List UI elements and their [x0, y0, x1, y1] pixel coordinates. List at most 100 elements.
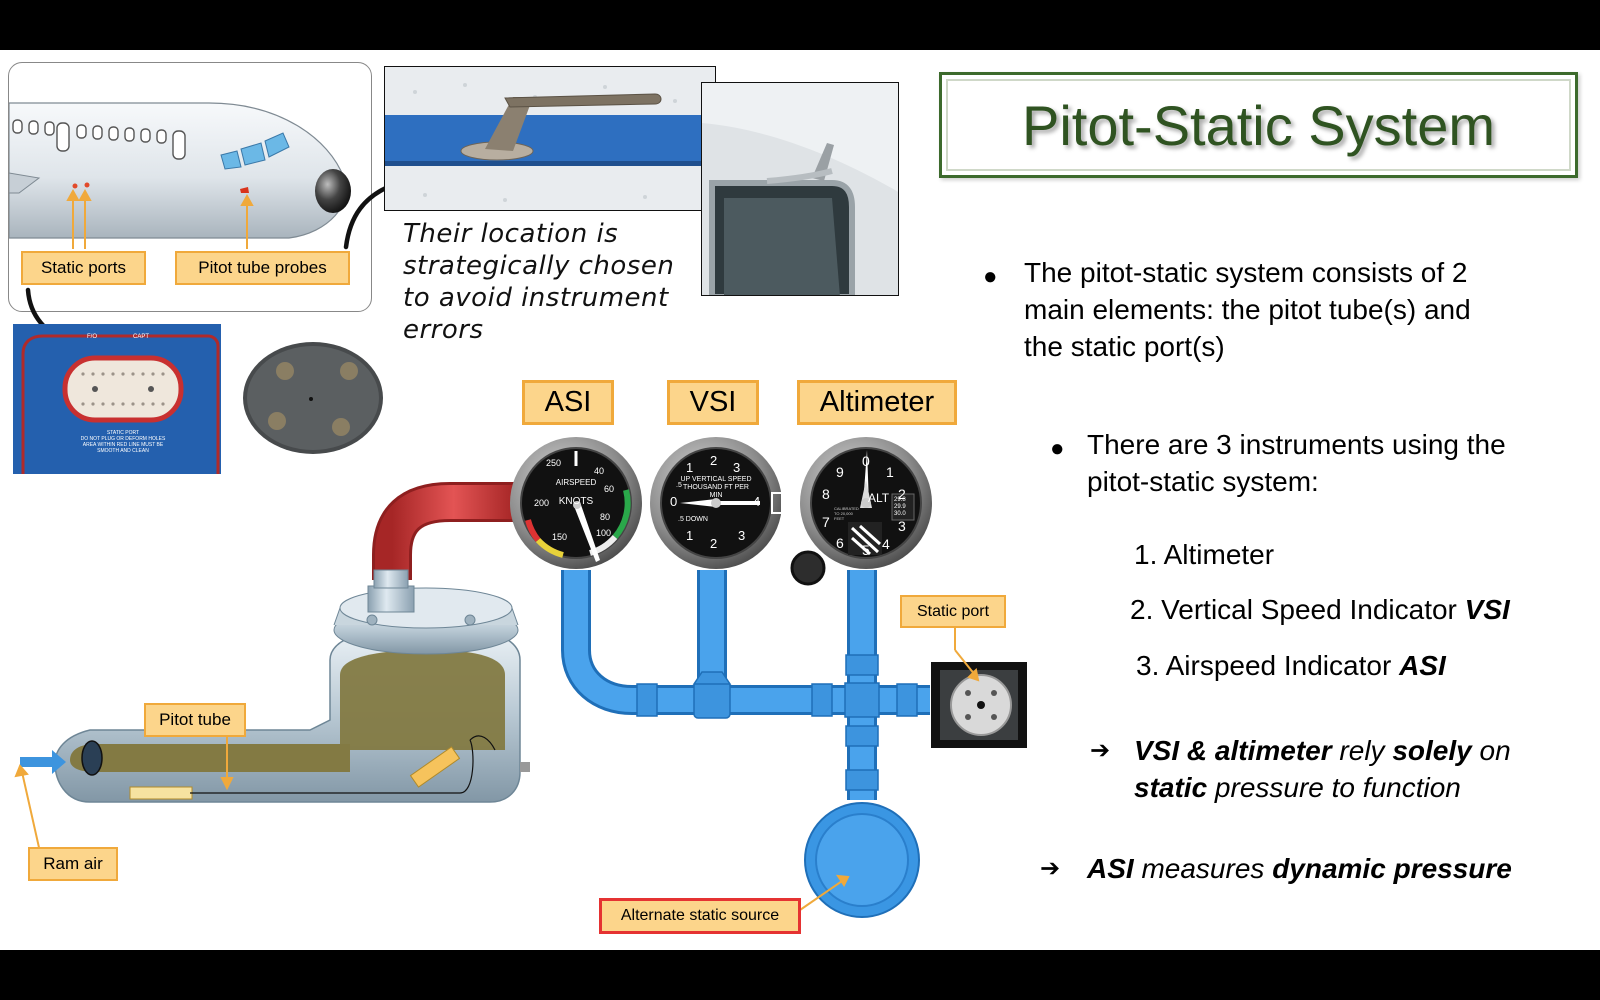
location-note-line: strategically chosen [403, 251, 675, 281]
bullet-1-text: The pitot-static system consists of 2 ma… [1024, 254, 1471, 365]
placard-line: DO NOT PLUG OR DEFORM HOLES [80, 436, 166, 442]
list-number: 1. [1134, 539, 1158, 570]
alt-tick: 3 [898, 518, 906, 534]
arrow-1-icon: ➔ [1090, 737, 1111, 764]
location-note-line: to avoid instrument [403, 283, 669, 313]
asi-tick: 40 [594, 466, 605, 476]
vsi-tick: 1 [686, 528, 694, 543]
asi-tick: 250 [546, 458, 562, 468]
pitot-static-diagram [14, 437, 1027, 918]
alt-tick: 0 [862, 453, 870, 469]
alt-kollsman: 29.8 29.9 30.0 [894, 497, 906, 518]
placard-line: STATIC PORT [106, 430, 140, 436]
vsi-down: .5 DOWN [678, 516, 708, 523]
pitot-tube-probes-label: Pitot tube probes [175, 251, 350, 285]
asi-face-text: AIRSPEED KNOTS [536, 478, 616, 507]
asi-label: ASI [522, 380, 614, 425]
list-abbr: VSI [1464, 594, 1510, 625]
vsi-tick: 3 [738, 528, 746, 543]
bullet-2-line: pitot-static system: [1087, 466, 1319, 497]
list-text: Airspeed Indicator [1165, 650, 1400, 681]
page-title: Pitot-Static System [1021, 93, 1496, 157]
asi-tick: 200 [534, 498, 550, 508]
alt-tick: 5 [862, 542, 870, 558]
round-static-port-photo [241, 341, 385, 455]
asi-face-line: AIRSPEED [555, 478, 597, 487]
vsi-tick: 4 [753, 494, 761, 509]
list-number: 2. [1130, 594, 1154, 625]
alt-label: ALT [868, 491, 890, 505]
vsi-face-text: UP VERTICAL SPEED THOUSAND FT PER MIN [676, 476, 756, 500]
slide: Static ports Pitot tube probes [0, 50, 1600, 950]
arrow-1-mid: rely [1331, 735, 1393, 766]
vsi-face-line: THOUSAND FT PER MIN [683, 484, 749, 499]
bullet-2-icon: ● [1050, 435, 1065, 462]
vsi-tick: 1 [686, 460, 694, 475]
static-port-label: Static port [900, 595, 1006, 628]
alternate-static-source-label: Alternate static source [599, 898, 801, 934]
list-item-3: 3. Airspeed Indicator ASI [1136, 647, 1446, 684]
list-item-2: 2. Vertical Speed Indicator VSI [1130, 591, 1510, 628]
bullet-1-icon: ● [983, 263, 998, 290]
altimeter-label: Altimeter [797, 380, 957, 425]
arrow-1-bold: static [1134, 772, 1208, 803]
bullet-1-line: main elements: the pitot tube(s) and [1024, 294, 1471, 325]
vsi-face-line: UP VERTICAL SPEED [680, 476, 752, 483]
vsi-tick: 2 [710, 453, 718, 468]
asi-tick: 100 [596, 528, 612, 538]
placard-text: STATIC PORT DO NOT PLUG OR DEFORM HOLES … [53, 430, 193, 454]
list-text: Vertical Speed Indicator [1161, 594, 1465, 625]
alt-tick: 9 [836, 464, 844, 480]
location-note-line: Their location is [403, 219, 619, 249]
alt-kollsman-value: 30.0 [894, 511, 906, 517]
ram-air-label: Ram air [28, 847, 118, 881]
location-note: Their location is strategically chosen t… [403, 218, 674, 346]
asi-tick: 80 [600, 512, 611, 522]
list-item-1: 1. Altimeter [1134, 536, 1274, 573]
static-ports-label: Static ports [21, 251, 146, 285]
bullet-2-text: There are 3 instruments using the pitot-… [1087, 426, 1506, 500]
asi-face-line: KNOTS [558, 496, 594, 507]
arrow-1-text: VSI & altimeter rely solely on static pr… [1134, 732, 1511, 806]
bullet-2-line: There are 3 instruments using the [1087, 429, 1506, 460]
bullet-1-line: the static port(s) [1024, 331, 1225, 362]
list-text: Altimeter [1163, 539, 1275, 570]
list-abbr: ASI [1399, 650, 1446, 681]
arrow-2-mid: measures [1133, 853, 1273, 884]
arrow-2-bold: dynamic pressure [1272, 853, 1512, 884]
bullet-1-line: The pitot-static system consists of 2 [1024, 257, 1468, 288]
alt-sub: CALIBRATED TO 20,000 FEET [834, 506, 859, 521]
alt-tick: 7 [822, 514, 830, 530]
alt-tick: 4 [882, 536, 890, 552]
vsi-tick: 2 [710, 536, 718, 551]
vsi-tick: 0 [670, 494, 678, 509]
vsi-label: VSI [667, 380, 759, 425]
arrow-1-end: on [1471, 735, 1511, 766]
placard-fo: F/O [87, 334, 97, 340]
vsi-up: .5 [676, 482, 682, 489]
arrow-2-text: ASI measures dynamic pressure [1087, 850, 1512, 887]
arrow-2-bold: ASI [1087, 853, 1134, 884]
arrow-1-bold: solely [1392, 735, 1472, 766]
alt-tick: 2 [898, 486, 906, 502]
arrow-1-end: pressure to function [1207, 772, 1461, 803]
alt-tick: 6 [836, 535, 844, 551]
asi-tick: 60 [604, 484, 615, 494]
location-note-line: errors [403, 315, 484, 345]
list-number: 3. [1136, 650, 1160, 681]
vsi-tick: 3 [733, 460, 741, 475]
static-port-window-photo [701, 82, 899, 296]
arrow-2-icon: ➔ [1040, 855, 1061, 882]
placard-line: SMOOTH AND CLEAN [97, 448, 149, 454]
alt-tick: 8 [822, 486, 830, 502]
placard-line: AREA WITHIN RED LINE MUST BE [82, 442, 164, 448]
placard-capt: CAPT [133, 334, 150, 340]
pitot-probe-photo [384, 66, 716, 211]
title-box: Pitot-Static System [939, 72, 1578, 178]
alt-tick: 1 [886, 464, 894, 480]
arrow-1-bold: VSI & altimeter [1134, 735, 1332, 766]
alt-kollsman-value: 29.8 [894, 497, 906, 503]
static-port-placard-photo: F/O CAPT STATIC PORT DO NOT PLUG OR DEFO… [13, 324, 221, 474]
alt-kollsman-value: 29.9 [894, 504, 906, 510]
